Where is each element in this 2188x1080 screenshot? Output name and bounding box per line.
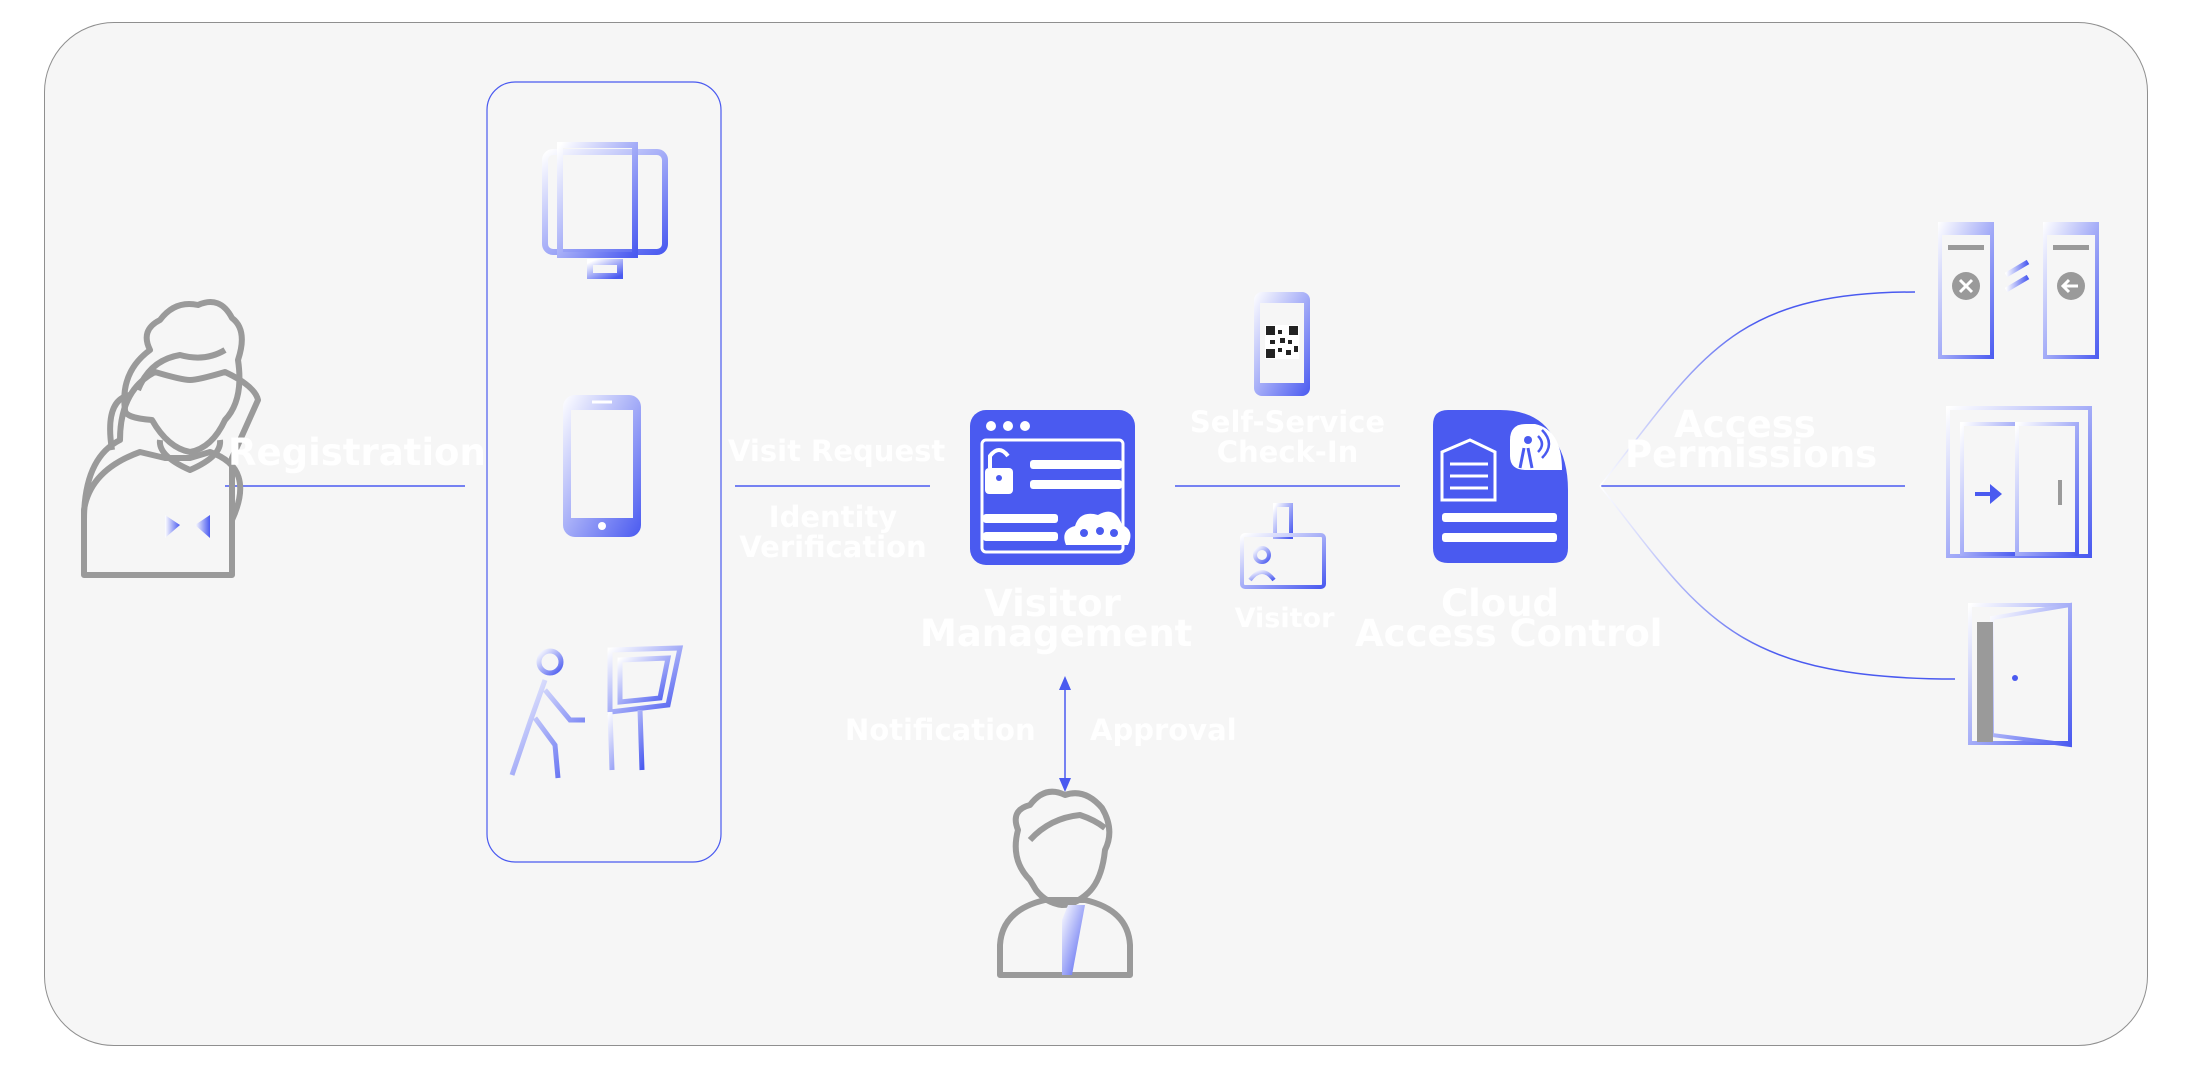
label-visitor: Visitor xyxy=(1234,603,1335,634)
visitor-badge-icon xyxy=(1240,503,1326,589)
label-cloud-access-1: Cloud xyxy=(1440,582,1560,625)
door-icon xyxy=(1940,602,2100,750)
label-visit-request: Visit Request xyxy=(728,434,946,468)
label-identity-1: Identity xyxy=(768,500,898,534)
label-registration: Registration xyxy=(228,431,486,474)
label-identity-2: Verification xyxy=(739,530,927,564)
label-cloud-access-2: Access Control xyxy=(1355,612,1663,655)
qr-phone-icon xyxy=(1254,292,1310,396)
label-approval: Approval xyxy=(1090,713,1237,747)
sliding-door-icon xyxy=(1946,406,2092,558)
label-self-service-2: Check-In xyxy=(1216,435,1359,469)
label-self-service-1: Self-Service xyxy=(1189,405,1386,439)
turnstile-icon xyxy=(1938,222,2099,359)
tie-icon xyxy=(1062,905,1085,975)
connector-lines xyxy=(225,291,1956,792)
label-access-permissions-2: Permissions xyxy=(1625,433,1878,476)
permissions-line-top xyxy=(1599,291,1916,487)
device-panel xyxy=(486,81,722,863)
bowtie-right xyxy=(195,515,210,538)
arrow-right-icon xyxy=(1975,484,2002,504)
person-icon xyxy=(81,299,261,578)
host-person-icon xyxy=(997,788,1133,978)
kiosk-icon xyxy=(509,645,690,779)
visitor-management-icon xyxy=(970,410,1135,565)
bowtie-left xyxy=(165,515,180,538)
permissions-line-bottom xyxy=(1599,485,1956,680)
phone-icon xyxy=(563,395,641,537)
label-notification: Notification xyxy=(845,713,1036,747)
cloud-access-icon xyxy=(1433,410,1568,563)
label-access-permissions-1: Access xyxy=(1674,403,1816,446)
desktop-icon xyxy=(542,142,668,279)
label-visitor-management-1: Visitor xyxy=(984,582,1121,625)
label-visitor-management-2: Management xyxy=(920,612,1193,655)
